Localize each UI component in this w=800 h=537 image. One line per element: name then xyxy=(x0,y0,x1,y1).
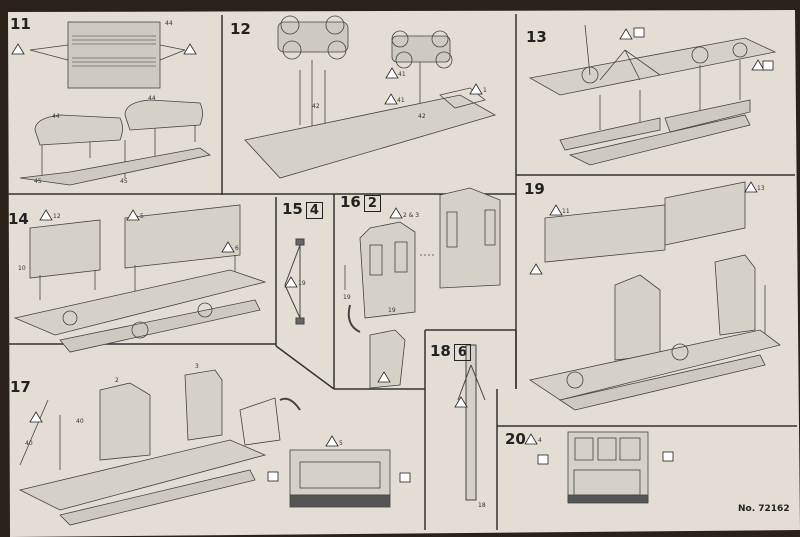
step13-drawing xyxy=(528,24,777,166)
part-label: 3 xyxy=(195,363,199,370)
step-17-number: 17 xyxy=(10,378,31,396)
part-label: 1 xyxy=(483,87,487,94)
step-16-count: 2 xyxy=(363,195,381,212)
part-label: 41 xyxy=(398,71,406,78)
part-label: 40 xyxy=(25,440,33,447)
part-label: 19 xyxy=(298,280,306,287)
part-label: 2 xyxy=(115,377,119,384)
step16-drawing xyxy=(344,187,501,389)
part-label: 12 xyxy=(53,213,61,220)
arrow-boxes xyxy=(267,27,774,483)
part-triangles xyxy=(11,28,765,447)
part-label: 45 xyxy=(34,178,42,185)
part-label: 44 xyxy=(165,20,173,27)
part-label: 40 xyxy=(76,418,84,425)
part-label: 5 xyxy=(140,213,144,220)
step-11-number: 11 xyxy=(10,15,31,33)
step-18-count: 6 xyxy=(453,344,471,361)
part-label: 6 xyxy=(235,245,239,252)
part-label: 11 xyxy=(562,208,570,215)
part-label: 44 xyxy=(148,95,156,102)
step-12-number: 12 xyxy=(230,20,251,38)
step19-drawing xyxy=(528,181,781,411)
step11-drawing xyxy=(19,21,211,186)
part-label: 41 xyxy=(397,97,405,104)
step-15-label: 15 xyxy=(282,200,303,218)
step-15-count: 4 xyxy=(305,202,323,219)
step-13-number: 13 xyxy=(526,28,547,46)
part-label: 42 xyxy=(418,113,426,120)
part-label: 45 xyxy=(120,178,128,185)
step-19-number: 19 xyxy=(524,180,545,198)
panel-borders xyxy=(8,14,797,530)
step-20-number: 20 xyxy=(505,430,526,448)
step-18-label: 18 xyxy=(430,342,451,360)
part-label: 19 xyxy=(388,307,396,314)
step12-drawing xyxy=(244,15,497,179)
part-label: 5 xyxy=(339,440,343,447)
part-label: 44 xyxy=(52,113,60,120)
step20-drawing xyxy=(567,431,649,504)
step18-drawing xyxy=(457,344,486,501)
part-label: 2 & 3 xyxy=(403,212,420,219)
catalog-number: No. 72162 xyxy=(738,504,790,514)
part-label: 19 xyxy=(343,294,351,301)
part-label: 18 xyxy=(478,502,486,509)
step14-drawing xyxy=(13,204,267,353)
step15-drawing xyxy=(284,238,305,325)
part-label: 42 xyxy=(312,103,320,110)
step-14-number: 14 xyxy=(8,210,29,228)
step17-drawing xyxy=(18,369,391,526)
part-label: 13 xyxy=(757,185,765,192)
part-label: 10 xyxy=(18,265,26,272)
part-label: 4 xyxy=(538,437,542,444)
step-16-label: 16 xyxy=(340,193,361,211)
